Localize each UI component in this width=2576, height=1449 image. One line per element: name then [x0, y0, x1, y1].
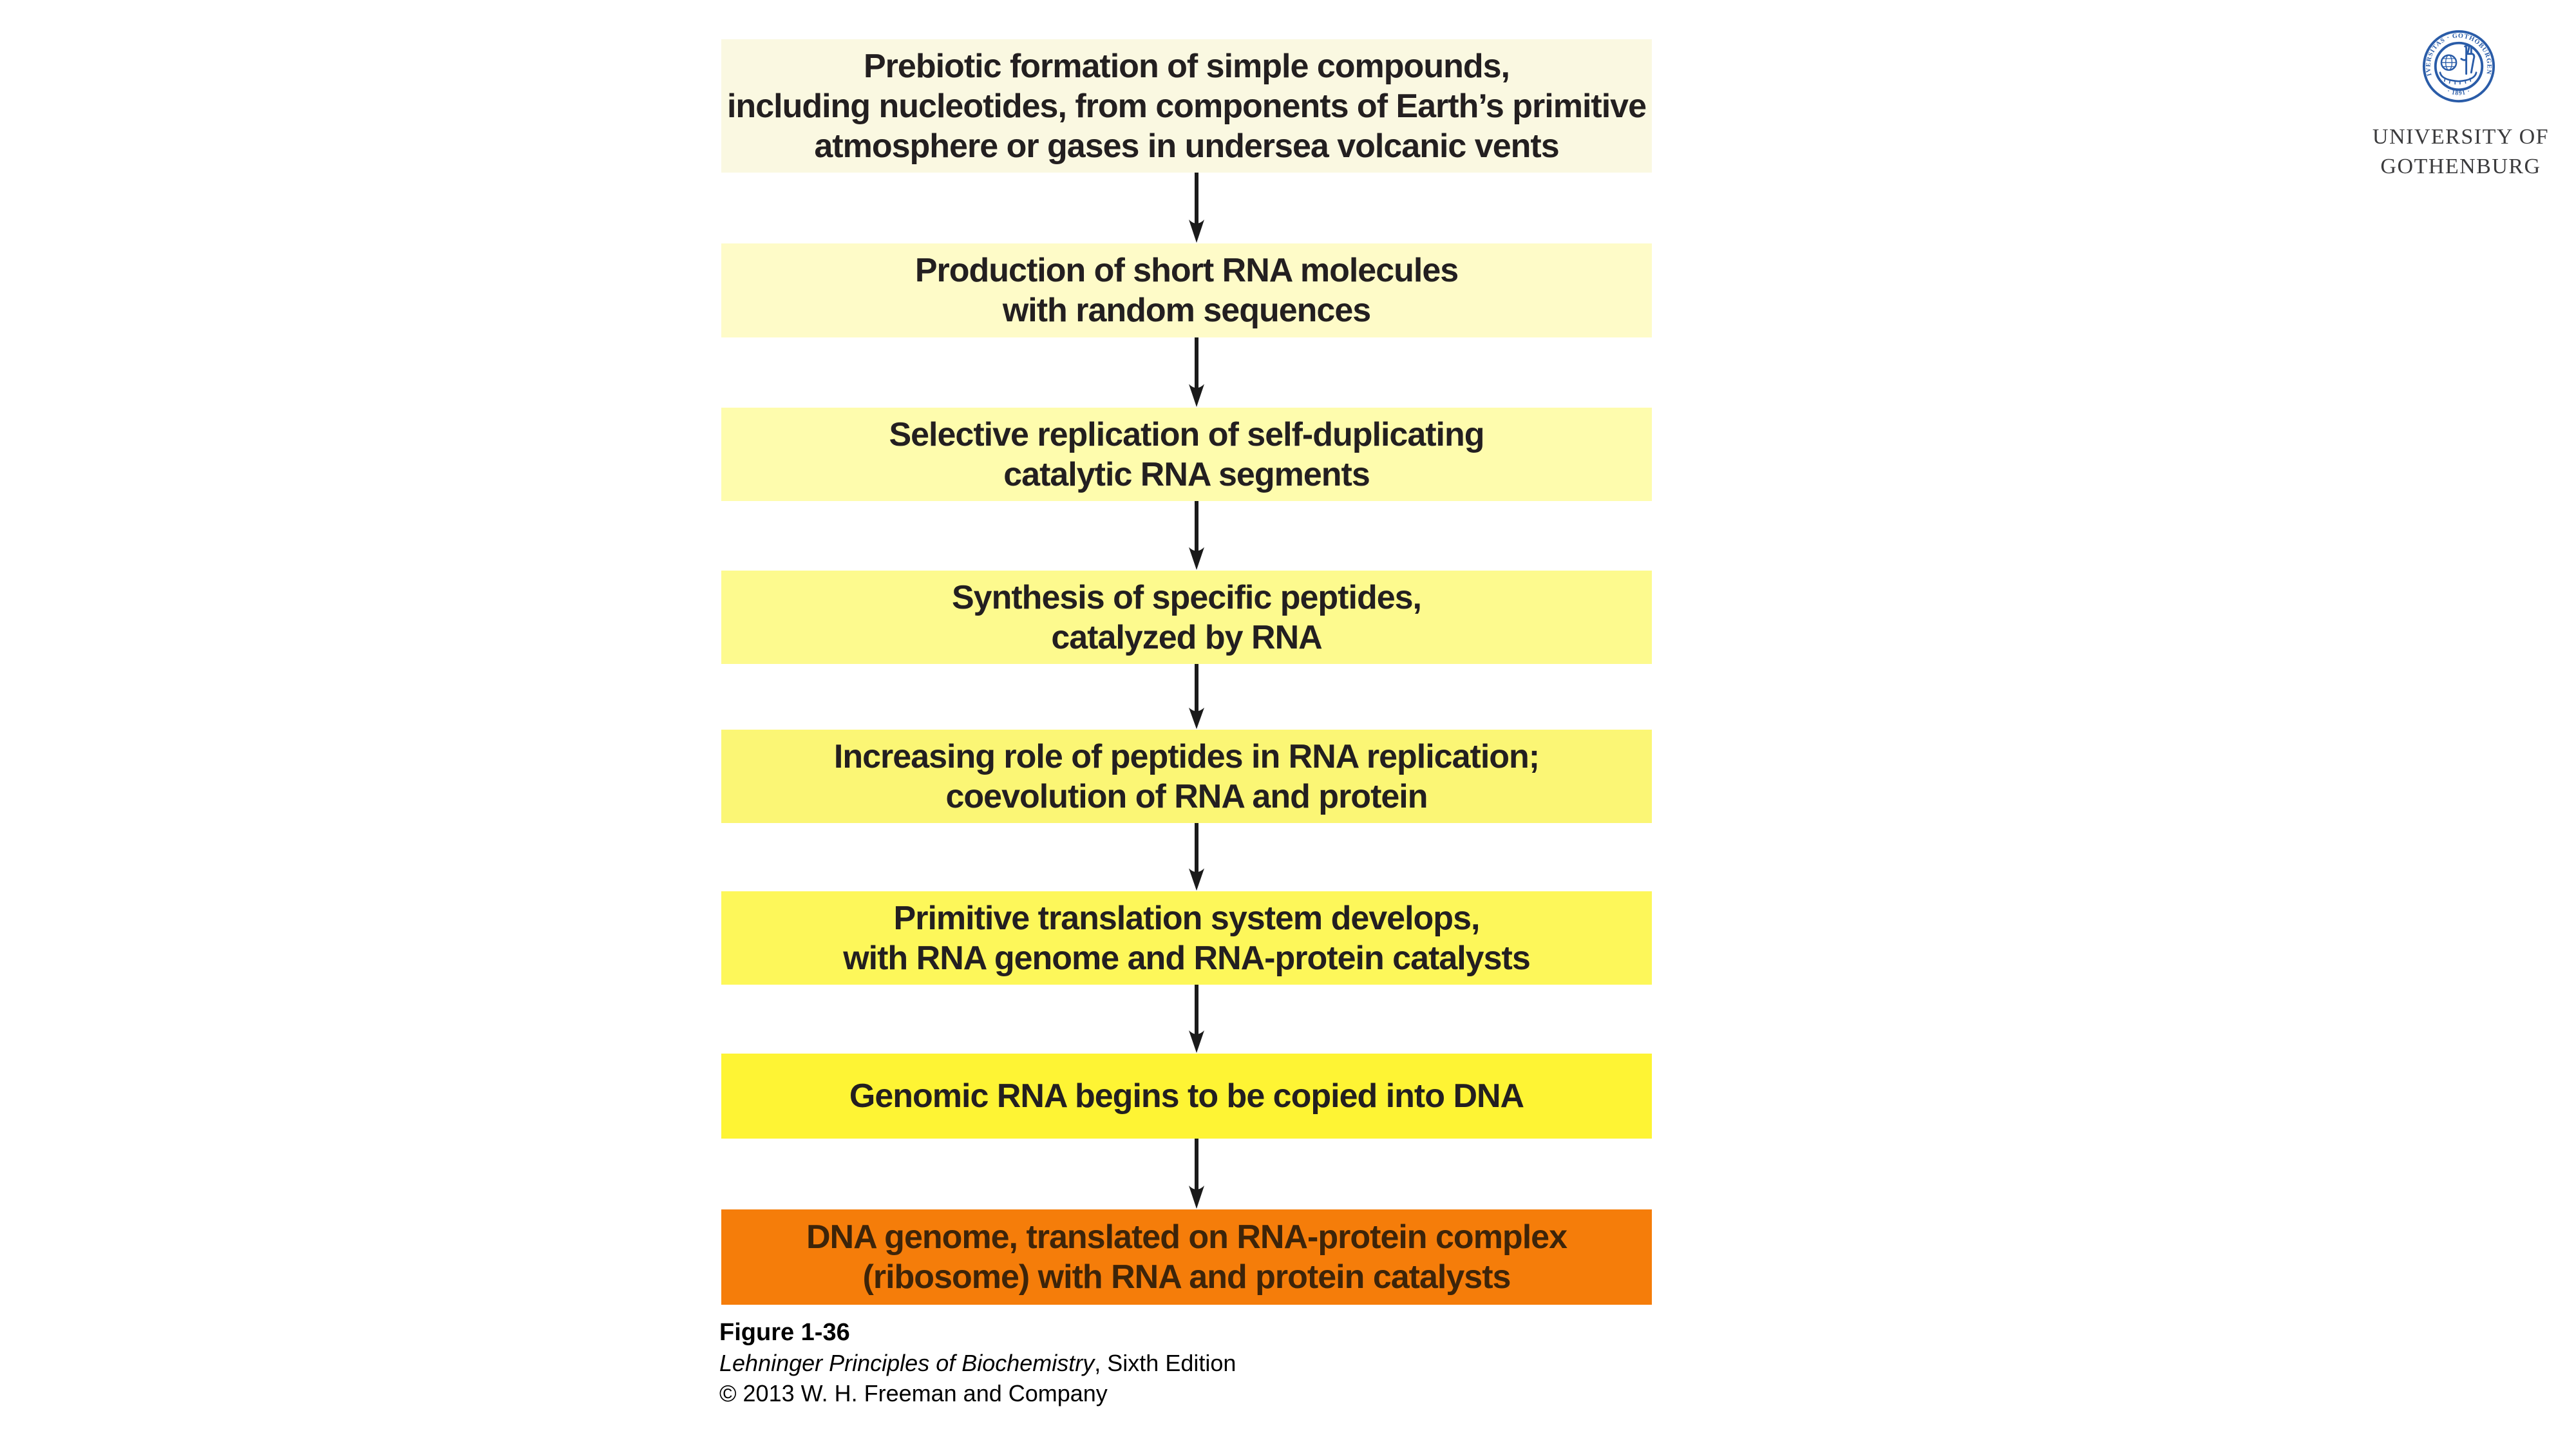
seal-outer-ring [2422, 30, 2496, 103]
ship-hull [2439, 71, 2477, 82]
flow-step-text: coevolution of RNA and protein [945, 777, 1428, 815]
flow-step-text: with RNA genome and RNA-protein catalyst… [843, 939, 1531, 977]
flow-step-text: with random sequences [1002, 292, 1371, 329]
flow-step-text: DNA genome, translated on RNA-protein co… [806, 1218, 1567, 1256]
figure-source: Lehninger Principles of Biochemistry, Si… [719, 1348, 1236, 1378]
flow-step-text: Primitive translation system develops, [893, 899, 1481, 937]
flow-step-prebiotic-formation: Prebiotic formation of simple compounds,… [721, 39, 1652, 173]
flow-step-peptides-in-replication: Increasing role of peptides in RNA repli… [721, 730, 1652, 823]
flow-step-text: (ribosome) with RNA and protein catalyst… [862, 1258, 1511, 1296]
flow-step-text: Selective replication of self-duplicatin… [889, 415, 1484, 453]
seal-emblem [2439, 44, 2477, 85]
university-wordmark-line1: UNIVERSITY OF [2372, 125, 2550, 149]
flow-step-peptide-synthesis: Synthesis of specific peptides, catalyze… [721, 571, 1652, 664]
down-arrow-icon [1189, 173, 1204, 243]
seal-inner-ring [2434, 41, 2484, 91]
ship-oars [2443, 77, 2472, 85]
seal-year-text: · 1891 · [2446, 88, 2472, 97]
flow-step-text: catalyzed by RNA [1051, 618, 1322, 656]
flow-step-text: including nucleotides, from components o… [726, 87, 1647, 125]
flow-step-dna-genome: DNA genome, translated on RNA-protein co… [721, 1209, 1652, 1305]
down-arrow-icon [1189, 501, 1204, 571]
book-title: Lehninger Principles of Biochemistry [719, 1350, 1095, 1376]
flow-step-text: atmosphere or gases in undersea volcanic… [814, 127, 1559, 165]
down-arrow-icon [1189, 1139, 1204, 1209]
book-edition: , Sixth Edition [1094, 1350, 1236, 1376]
figure-number: Figure 1-36 [719, 1319, 850, 1346]
flow-step-text: Genomic RNA begins to be copied into DNA [849, 1077, 1524, 1115]
down-arrow-icon [1189, 664, 1204, 730]
seal-figure [2460, 44, 2476, 75]
figure-caption: Figure 1-36 Lehninger Principles of Bioc… [719, 1318, 1236, 1408]
flow-step-selective-replication: Selective replication of self-duplicatin… [721, 408, 1652, 501]
down-arrow-icon [1189, 985, 1204, 1054]
flow-step-rna-to-dna: Genomic RNA begins to be copied into DNA [721, 1054, 1652, 1139]
flow-step-text: Prebiotic formation of simple compounds, [864, 47, 1510, 85]
university-wordmark: UNIVERSITY OF GOTHENBURG [2348, 122, 2573, 182]
university-seal-icon: UNIVERSITAS · GOTHOBURGENSIS · 1891 · [2421, 29, 2496, 103]
down-arrow-icon [1189, 337, 1204, 408]
flow-step-text: Production of short RNA molecules [914, 252, 1459, 289]
flow-step-text: Increasing role of peptides in RNA repli… [833, 737, 1540, 775]
university-wordmark-line2: GOTHENBURG [2380, 155, 2541, 178]
figure-copyright: © 2013 W. H. Freeman and Company [719, 1380, 1108, 1406]
down-arrow-icon [1189, 823, 1204, 891]
flow-step-text: Synthesis of specific peptides, [952, 578, 1422, 616]
flow-step-translation-system: Primitive translation system develops, w… [721, 891, 1652, 985]
flow-step-text: catalytic RNA segments [1003, 455, 1370, 493]
flow-step-short-rna: Production of short RNA molecules with r… [721, 243, 1652, 337]
